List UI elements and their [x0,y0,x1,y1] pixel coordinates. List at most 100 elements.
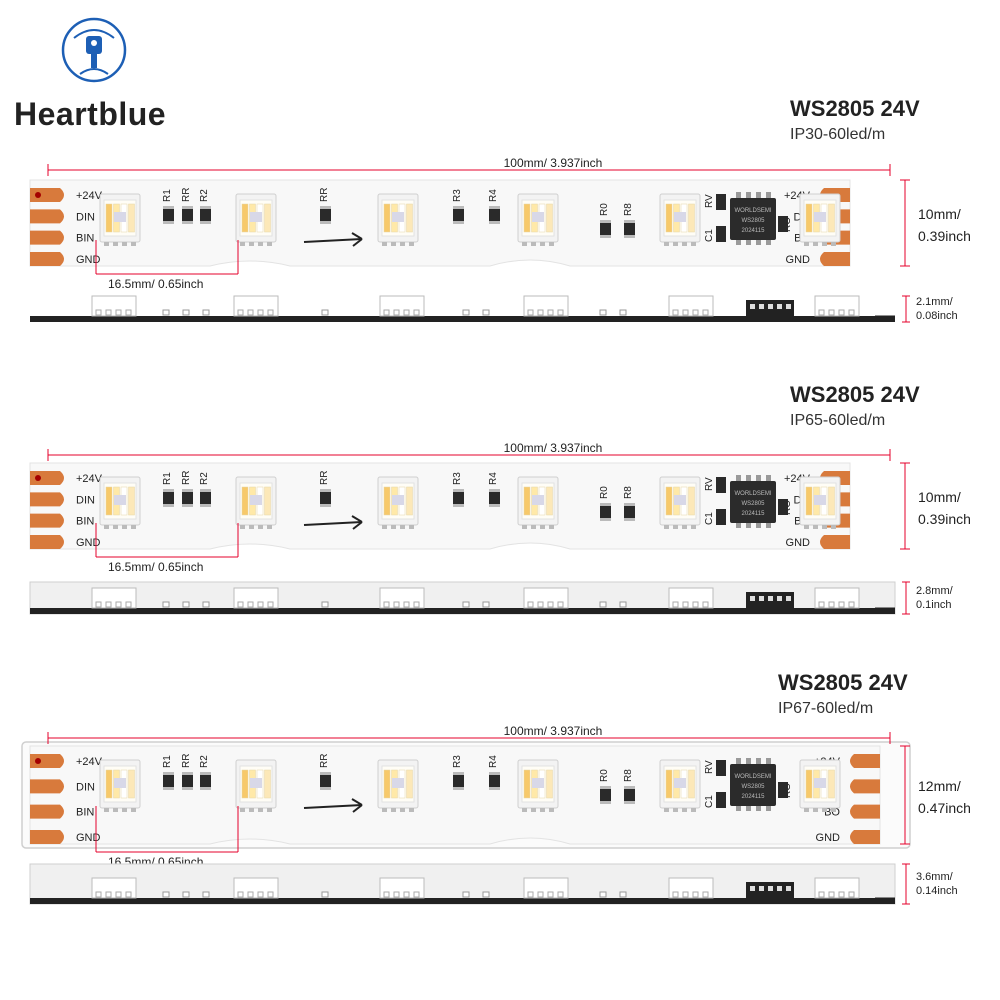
side-led-lead [393,309,400,316]
led-lead [831,808,836,812]
side-smd [182,601,190,608]
led-lead [249,242,254,246]
component-label: RR [181,471,192,485]
pad-label-right: BO [794,516,810,528]
led-package [235,193,277,243]
led-chip [391,203,398,233]
smd-terminal [489,489,500,492]
led-chip [665,203,673,233]
side-led [379,877,425,899]
side-led-lead [403,309,410,316]
led-lens [381,765,415,803]
component-label: R3 [452,189,463,202]
smd-terminal [163,787,174,790]
side-profile-base [30,316,895,322]
led-die [674,495,686,505]
led-lens [803,482,837,520]
pad-label-left: DIN [76,211,95,223]
component-label: R3 [452,472,463,485]
side-led-lead [393,601,400,608]
led-lead [382,808,387,812]
ic-pin [746,521,751,528]
led-die [532,212,544,222]
led-lens [663,482,697,520]
led-chip [688,203,695,233]
led-chip [523,486,531,516]
solder-pad-right [820,492,850,507]
side-led-lead [393,891,400,898]
led-lead [540,808,545,812]
ic-pin [756,238,761,245]
smd-resistor [624,503,635,521]
led-die [250,495,262,505]
thickness-label: 3.6mm/ [916,871,954,883]
led-chip [128,486,135,516]
solder-pad-right [850,830,880,844]
led-lead [831,242,836,246]
ic-pin [746,758,751,765]
led-lens [239,765,273,803]
pad-label-right: +24V [814,756,841,768]
component-label: R8 [623,486,634,499]
smd-resistor [453,489,464,507]
smd-resistor [716,760,726,776]
led-lead [549,525,554,529]
component-label: RR [181,188,192,202]
smd-terminal [453,221,464,224]
led-lead [267,525,272,529]
smd-terminal [489,787,500,790]
side-led-lead [237,891,244,898]
led-lead [540,525,545,529]
side-led-lead [247,891,254,898]
section-title: WS2805 24V [790,96,920,121]
led-chip [113,203,120,233]
led-lead [522,808,527,812]
smd-terminal [182,206,193,209]
side-led-lead [383,891,390,898]
side-led-lead [95,309,102,316]
side-led-lead [257,891,264,898]
side-led-lead [125,891,132,898]
thickness-label: 2.8mm/ [916,585,954,597]
pad-label-right: DO [794,211,811,223]
smd-resistor [200,206,211,224]
ic-pin [736,758,741,765]
ic-pin [736,804,741,811]
smd-terminal [600,786,611,789]
side-smd [482,309,490,316]
side-led-lead [115,309,122,316]
side-profile-base [30,608,895,614]
ic-marking: WORLDSEMI [734,491,771,497]
led-chip [820,769,828,799]
component-label: R1 [162,755,173,768]
smd-terminal [453,787,464,790]
side-led [91,877,137,899]
component-label: RR [181,754,192,768]
led-package [99,193,141,243]
led-lead [131,525,136,529]
led-lead [258,525,263,529]
ic-marking: WS2805 [741,784,765,790]
side-ic [746,882,794,898]
pad-label-left: GND [76,537,101,549]
side-led-lead [413,891,420,898]
led-lead [682,242,687,246]
side-smd [482,891,490,898]
led-package [235,759,277,809]
solder-pad-left [30,492,64,507]
led-lead [549,808,554,812]
side-ic-pin [759,886,764,891]
led-lead [104,808,109,812]
led-chip [383,769,391,799]
side-led [814,877,860,899]
side-led-lead [125,601,132,608]
ic-pin [736,475,741,482]
side-smd [321,601,329,608]
led-lens [663,199,697,237]
smd-terminal [624,503,635,506]
component-label: RO [782,217,793,232]
smd-resistor [489,772,500,790]
smd-terminal [200,221,211,224]
led-lead [258,242,263,246]
led-chip [113,486,120,516]
